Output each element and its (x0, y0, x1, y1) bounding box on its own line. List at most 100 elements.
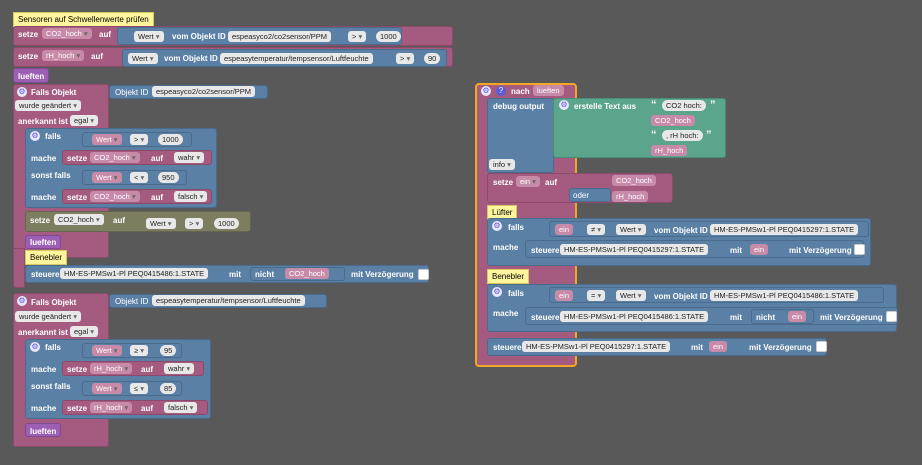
change-dropdown[interactable]: wurde geändert (15, 100, 81, 111)
bool-dropdown[interactable]: falsch (174, 191, 208, 202)
object-id-field[interactable]: espeasyco2/co2sensor/PPM (152, 86, 256, 97)
if-label: falls (508, 289, 525, 298)
object-id-field[interactable]: espeasyco2/co2sensor/PPM (228, 31, 332, 42)
var-field[interactable]: rH_hoch (651, 145, 688, 156)
debug-label: debug output (493, 102, 545, 111)
attr-dropdown[interactable]: Wert (146, 218, 176, 229)
comment-sensoren[interactable]: Sensoren auf Schwellenwerte prüfen (13, 12, 154, 27)
level-dropdown[interactable]: info (489, 159, 515, 170)
attr-dropdown[interactable]: Wert (616, 290, 646, 301)
number-field[interactable]: 95 (160, 345, 177, 356)
var-field[interactable]: ein (788, 311, 807, 322)
number-field[interactable]: 1000 (214, 218, 239, 229)
call-lueften-block[interactable] (13, 68, 49, 83)
or-block[interactable] (569, 188, 611, 202)
var-dropdown[interactable]: ein (516, 176, 540, 187)
var-dropdown[interactable]: rH_hoch (90, 402, 133, 413)
if-label: falls (45, 132, 62, 141)
ack-dropdown[interactable]: egal (70, 115, 99, 126)
text-join-label: erstelle Text aus (574, 102, 637, 111)
gear-icon[interactable]: ⚙ (17, 296, 27, 306)
object-id-field[interactable]: HM-ES-PMSw1-Pl PEQ0415486:1.STATE (60, 268, 209, 279)
op-dropdown[interactable]: > (130, 134, 149, 145)
var-dropdown[interactable]: rH_hoch (90, 363, 133, 374)
attr-dropdown[interactable]: Wert (616, 224, 646, 235)
attr-dropdown[interactable]: Wert (92, 345, 122, 356)
not-label: nicht (756, 313, 776, 322)
gear-icon[interactable]: ⚙ (481, 86, 491, 96)
text-field[interactable]: CO2 hoch: (662, 100, 706, 111)
number-field[interactable]: 90 (424, 53, 441, 64)
gear-icon[interactable]: ⚙ (492, 221, 502, 231)
delay-label: mit Verzögerung (749, 343, 812, 352)
var-field[interactable]: ein (555, 224, 574, 235)
delay-checkbox[interactable] (854, 244, 865, 255)
bool-dropdown[interactable]: wahr (174, 152, 205, 163)
comment-benebler[interactable]: Benebler (487, 269, 530, 284)
ack-dropdown[interactable]: egal (70, 326, 99, 337)
op-dropdown[interactable]: ≠ (587, 224, 605, 235)
attr-dropdown[interactable]: Wert (92, 134, 122, 145)
delay-checkbox[interactable] (886, 311, 897, 322)
if-label: falls (508, 223, 525, 232)
object-id-field[interactable]: espeasytemperatur/tempsensor/Luftfeuchte (220, 53, 373, 64)
var-field[interactable]: ein (750, 244, 769, 255)
attr-dropdown[interactable]: Wert (92, 172, 122, 183)
var-field[interactable]: ein (555, 290, 574, 301)
number-field[interactable]: 950 (158, 172, 179, 183)
object-id-field[interactable]: HM-ES-PMSw1-Pl PEQ0415297:1.STATE (560, 244, 709, 255)
op-dropdown[interactable]: ≥ (130, 345, 148, 356)
delay-label: mit Verzögerung (820, 313, 883, 322)
gear-icon[interactable]: ⚙ (30, 342, 40, 352)
number-field[interactable]: 1000 (376, 31, 401, 42)
gear-icon[interactable]: ⚙ (492, 287, 502, 297)
to-label: auf (141, 404, 153, 413)
attr-dropdown[interactable]: Wert (92, 383, 122, 394)
gear-icon[interactable]: ⚙ (17, 87, 27, 97)
bool-dropdown[interactable]: wahr (164, 363, 195, 374)
attr-dropdown[interactable]: Wert (128, 53, 158, 64)
var-field[interactable]: CO2_hoch (651, 115, 695, 126)
quote-open-icon: “ (651, 99, 657, 111)
function-name-field[interactable]: lueften (533, 85, 564, 96)
var-field[interactable]: ein (709, 341, 728, 352)
var-rh-dropdown[interactable]: rH_hoch (42, 50, 85, 61)
lueften-label: lueften (18, 72, 45, 81)
call-lueften-block[interactable] (25, 423, 61, 437)
gear-icon[interactable]: ⚙ (30, 131, 40, 141)
attr-dropdown[interactable]: Wert (134, 31, 164, 42)
var-dropdown[interactable]: CO2_hoch (90, 152, 140, 163)
call-lueften-block[interactable] (25, 235, 61, 249)
var-dropdown[interactable]: CO2_hoch (54, 214, 104, 225)
object-id-label: Objekt ID (115, 88, 149, 97)
op-dropdown[interactable]: < (130, 172, 149, 183)
op-dropdown[interactable]: = (587, 290, 606, 301)
op-dropdown[interactable]: ≤ (130, 383, 148, 394)
gear-icon[interactable]: ⚙ (559, 100, 569, 110)
number-field[interactable]: 85 (160, 383, 177, 394)
var-field[interactable]: CO2_hoch (612, 175, 656, 186)
var-field[interactable]: rH_hoch (612, 191, 649, 202)
object-id-field[interactable]: HM-ES-PMSw1-Pl PEQ0415486:1.STATE (560, 311, 709, 322)
to-label: auf (545, 178, 557, 187)
number-field[interactable]: 1000 (158, 134, 183, 145)
delay-checkbox[interactable] (418, 269, 429, 280)
var-field[interactable]: CO2_hoch (285, 268, 329, 279)
text-field[interactable]: , rH hoch: (662, 130, 703, 141)
comment-benebler[interactable]: Benebler (25, 250, 68, 265)
var-co2-dropdown[interactable]: CO2_hoch (42, 28, 92, 39)
var-dropdown[interactable]: CO2_hoch (90, 191, 140, 202)
op-dropdown[interactable]: > (348, 31, 367, 42)
to-label: auf (151, 193, 163, 202)
change-dropdown[interactable]: wurde geändert (15, 311, 81, 322)
do-label: mache (31, 193, 57, 202)
op-dropdown[interactable]: > (185, 218, 204, 229)
object-id-field[interactable]: HM-ES-PMSw1-Pl PEQ0415486:1.STATE (710, 290, 859, 301)
object-id-field[interactable]: HM-ES-PMSw1-Pl PEQ0415297:1.STATE (522, 341, 671, 352)
object-id-field[interactable]: espeasytemperatur/tempsensor/Luftfeuchte (152, 295, 305, 306)
help-icon[interactable]: ? (496, 86, 506, 96)
delay-checkbox[interactable] (816, 341, 827, 352)
object-id-field[interactable]: HM-ES-PMSw1-Pl PEQ0415297:1.STATE (710, 224, 859, 235)
bool-dropdown[interactable]: falsch (164, 402, 198, 413)
op-dropdown[interactable]: > (396, 53, 415, 64)
